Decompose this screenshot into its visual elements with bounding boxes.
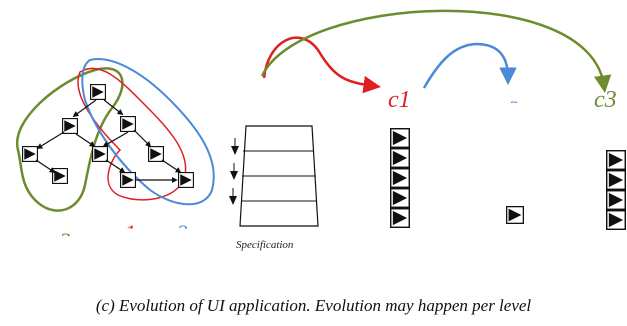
triangle-box-icon: [92, 146, 108, 162]
triangle-box-icon: [90, 84, 106, 100]
specification-label: Specification: [236, 239, 294, 251]
figure-caption: (c) Evolution of UI application. Evoluti…: [95, 296, 532, 315]
triangle-box-icon: [22, 146, 38, 162]
version-c3-column: [606, 150, 626, 230]
triangle-box-icon: [390, 148, 410, 168]
red-arrow: [262, 36, 381, 94]
cluster-edges: [35, 99, 182, 183]
evolution-arrows: [260, 9, 612, 94]
cluster-enclosures: [15, 58, 215, 212]
triangle-box-icon: [62, 118, 78, 134]
blue-enclosure: [81, 58, 215, 206]
version-c2-column: [506, 206, 524, 224]
label-group-mid-blue: c2: [167, 220, 188, 245]
triangle-box-icon: [120, 116, 136, 132]
triangle-box-icon: [606, 190, 626, 210]
label-group-left: c3: [50, 228, 71, 253]
triangle-box-icon: [52, 168, 68, 184]
triangle-box-icon: [606, 210, 626, 230]
triangle-box-icon: [178, 172, 194, 188]
label-c3: c3: [594, 87, 617, 113]
label-c2: c2: [498, 96, 519, 121]
green-arrow: [260, 9, 612, 93]
green-enclosure: [15, 67, 124, 212]
version-c1-column: [390, 128, 410, 228]
label-group-mid-red: c1: [115, 220, 136, 245]
blue-arrow: [422, 42, 517, 89]
triangle-box-icon: [390, 168, 410, 188]
triangle-box-icon: [390, 208, 410, 228]
triangle-box-icon: [390, 188, 410, 208]
specification-shape: [229, 125, 319, 227]
label-c1: c1: [388, 87, 411, 113]
triangle-box-icon: [606, 150, 626, 170]
triangle-box-icon: [148, 146, 164, 162]
triangle-box-icon: [506, 206, 524, 224]
triangle-box-icon: [120, 172, 136, 188]
triangle-box-icon: [390, 128, 410, 148]
triangle-box-icon: [606, 170, 626, 190]
